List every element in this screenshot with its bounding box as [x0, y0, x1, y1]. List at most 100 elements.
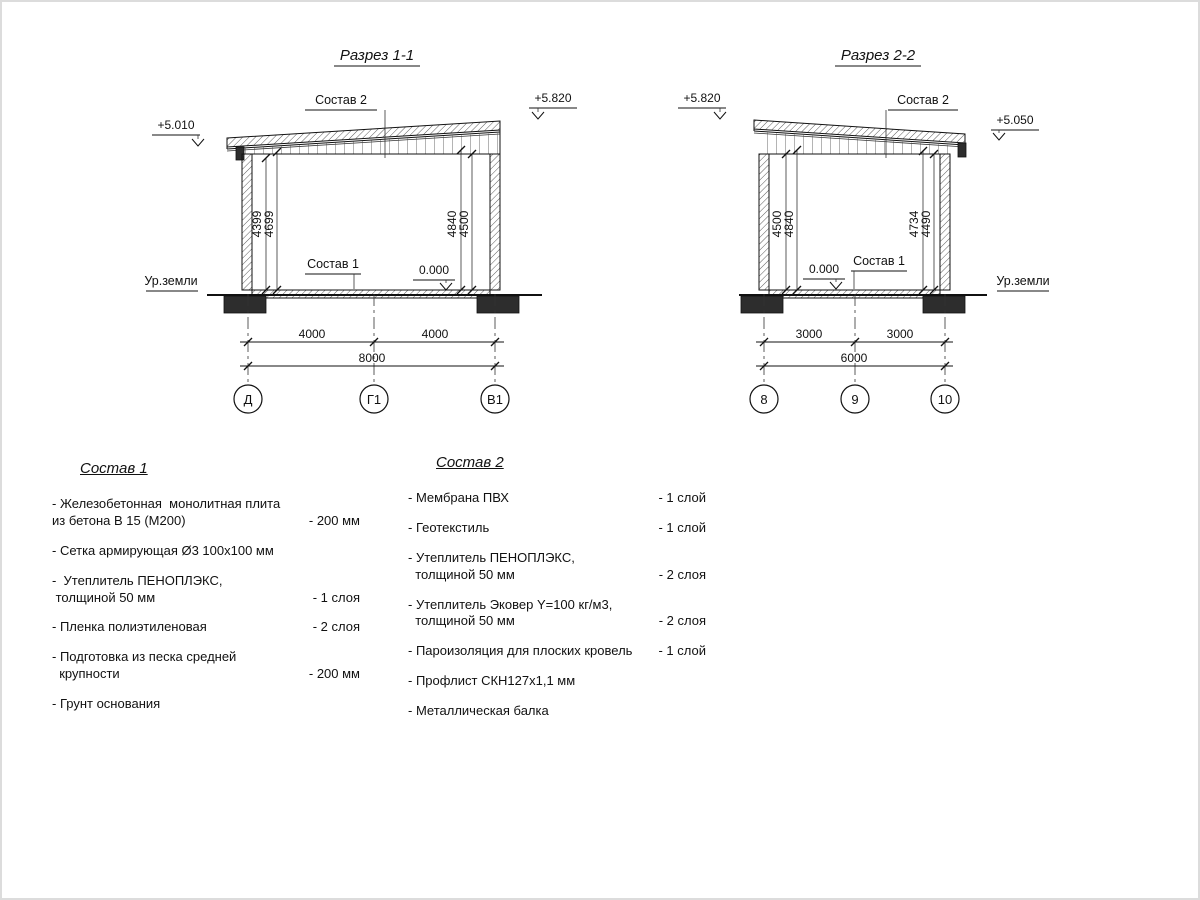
material-qty: - 1 слой [658, 643, 706, 659]
dim-total: 6000 [841, 351, 868, 365]
axis-label-2: Г1 [367, 392, 381, 407]
vdim-left-2: 4699 [262, 210, 276, 237]
material-qty: - 1 слой [658, 490, 706, 505]
material-qty: - 200 мм [308, 666, 360, 682]
foundation-left [740, 295, 784, 314]
elevation-mark-icon [992, 132, 1006, 141]
elevation-mark-icon [713, 111, 727, 120]
roof-composition-label: Состав 2 [897, 93, 949, 107]
foundation-left [223, 295, 267, 314]
roof-membrane-line [226, 131, 501, 150]
roof-membrane-line [753, 130, 966, 146]
foundation-right [922, 295, 966, 314]
section-2-2: Разрез 2-2 Состав 2 +5.820 +5.050 [678, 47, 1050, 414]
material-item: - Металлическая балка [408, 703, 706, 720]
dim-span-1: 4000 [299, 327, 326, 341]
vdim-left-1: 4399 [250, 210, 264, 237]
dim-ticks [243, 337, 500, 371]
material-name: - Пароизоляция для плоских кровель [408, 643, 633, 659]
ground-level-label: Ур.земли [144, 274, 197, 288]
material-name: - Мембрана ПВХ [408, 490, 509, 505]
sostav2-title: Состав 2 [436, 454, 504, 471]
axis-bubble [359, 384, 389, 414]
elevation-mark-icon [531, 111, 545, 120]
material-item: - Утеплитель Эковер Y=100 кг/м3, толщино… [408, 597, 706, 631]
elevation-mark-icon [439, 282, 453, 291]
material-name: - Утеплитель Эковер Y=100 кг/м3, толщино… [408, 596, 613, 629]
dim-span-1: 3000 [796, 327, 823, 341]
dim-span-2: 4000 [422, 327, 449, 341]
section-1-1: Разрез 1-1 Состав 2 +5.010 +5.820 [144, 47, 577, 414]
material-item: - Геотекстиль - 1 слой [408, 520, 706, 537]
elevation-top-left: +5.820 [683, 91, 720, 105]
material-name: - Утеплитель ПЕНОПЛЭКС, толщиной 50 мм [408, 549, 575, 582]
roof-deck-ribs [759, 132, 950, 154]
sostav2-list: Состав 2 - Мембрана ПВХ - 1 слой - Геоте… [408, 454, 706, 733]
elevation-top-right: +5.820 [534, 91, 571, 105]
section-1-1-title: Разрез 1-1 [340, 47, 414, 64]
material-item: - Мембрана ПВХ - 1 слой [408, 490, 706, 507]
roof-deck-ribs [242, 133, 500, 154]
material-item: - Пленка полиэтиленовая - 2 слоя [52, 619, 360, 636]
sections-drawing: Разрез 1-1 Состав 2 +5.010 +5.820 [144, 47, 1050, 414]
axis-bubble [233, 384, 263, 414]
dim-span-2: 3000 [887, 327, 914, 341]
material-qty: - 200 мм [308, 512, 360, 528]
material-name: - Сетка армирующая Ø3 100х100 мм [52, 542, 274, 558]
material-item: - Профлист СКН127х1,1 мм [408, 673, 706, 690]
elevation-mark-icon [191, 138, 205, 147]
material-qty: - 2 слоя [312, 619, 360, 635]
right-wall [489, 153, 501, 291]
material-name: - Геотекстиль [408, 519, 490, 535]
elevation-zero: 0.000 [809, 262, 839, 276]
sostav1-title: Состав 1 [80, 460, 148, 477]
ground-level-label: Ур.земли [996, 274, 1049, 288]
elevation-zero: 0.000 [419, 263, 449, 277]
roof-composition-label: Состав 2 [315, 93, 367, 107]
material-name: - Металлическая балка [408, 703, 549, 719]
material-qty: - 1 слоя [312, 589, 360, 605]
axis-label-3: 10 [938, 392, 952, 407]
eave-fascia [957, 142, 967, 158]
foundation-right [476, 295, 520, 314]
elevation-right: +5.050 [996, 113, 1033, 127]
vdim-right-2: 4490 [919, 210, 933, 237]
dim-total: 8000 [359, 351, 386, 365]
section-2-2-title: Разрез 2-2 [841, 47, 916, 64]
material-qty: - 2 слоя [658, 613, 706, 629]
material-name: - Грунт основания [52, 696, 161, 712]
vdim-right-1: 4840 [445, 210, 459, 237]
material-name: - Пленка полиэтиленовая [52, 619, 207, 635]
material-item: - Грунт основания [52, 696, 360, 713]
material-name: - Профлист СКН127х1,1 мм [408, 673, 576, 689]
axis-label-1: Д [244, 392, 253, 407]
material-qty: - 1 слой [658, 519, 706, 535]
axis-label-1: 8 [760, 392, 767, 407]
vdim-right-1: 4734 [907, 210, 921, 237]
material-name: - Подготовка из песка средней крупности [52, 649, 237, 682]
elevation-mark-icon [829, 281, 843, 290]
left-wall [241, 153, 253, 291]
vdim-right-2: 4500 [457, 210, 471, 237]
vdim-left-2: 4840 [782, 210, 796, 237]
material-item: - Утеплитель ПЕНОПЛЭКС, толщиной 50 мм -… [52, 573, 360, 607]
floor-composition-label: Состав 1 [853, 254, 905, 268]
dim-ticks [759, 337, 950, 371]
material-qty: - 2 слоя [658, 566, 706, 582]
floor-composition-label: Состав 1 [307, 257, 359, 271]
material-name: - Железобетонная монолитная плита из бет… [52, 496, 281, 528]
axis-bubble [480, 384, 510, 414]
axis-label-3: В1 [487, 392, 503, 407]
left-wall [758, 153, 770, 291]
elevation-left: +5.010 [157, 118, 194, 132]
material-item: - Утеплитель ПЕНОПЛЭКС, толщиной 50 мм -… [408, 550, 706, 584]
axis-bubble [930, 384, 960, 414]
right-wall [939, 153, 951, 291]
axis-label-2: 9 [851, 392, 858, 407]
vdim-left-1: 4500 [770, 210, 784, 237]
material-item: - Железобетонная монолитная плита из бет… [52, 496, 360, 530]
axis-bubble [749, 384, 779, 414]
sostav1-list: Состав 1 - Железобетонная монолитная пли… [52, 460, 360, 726]
axis-bubble [840, 384, 870, 414]
material-item: - Пароизоляция для плоских кровель - 1 с… [408, 643, 706, 660]
